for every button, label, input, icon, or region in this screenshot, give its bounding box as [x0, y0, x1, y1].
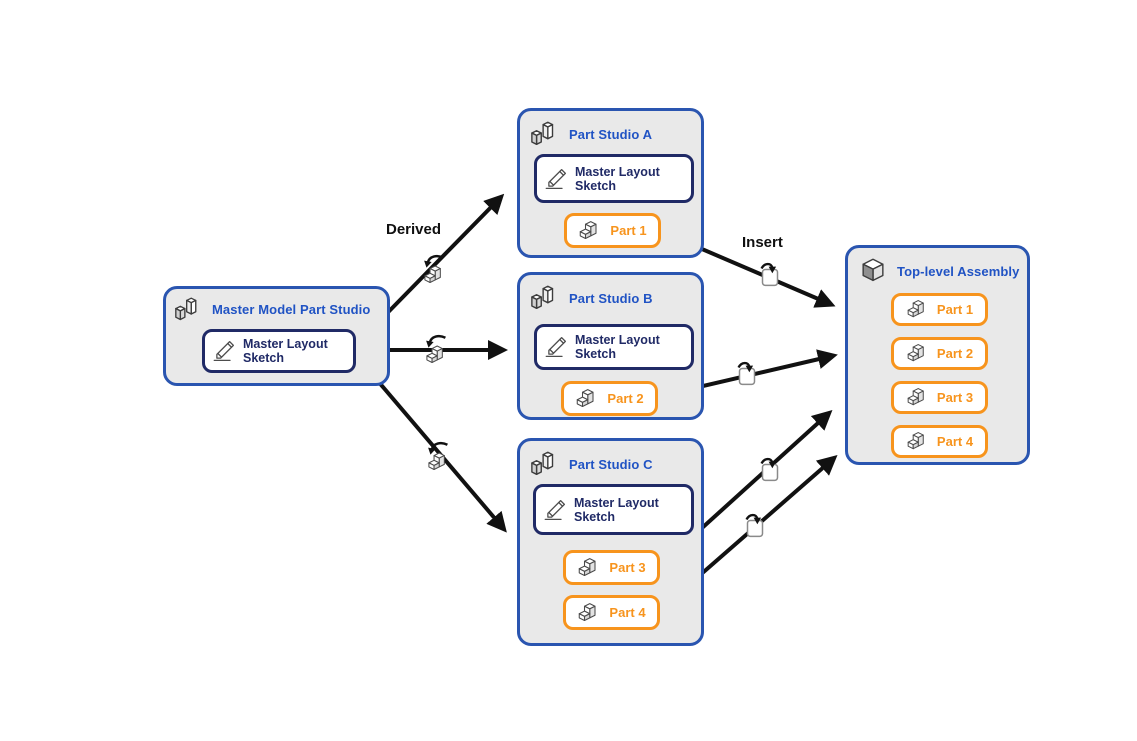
insert-document-icon: [745, 513, 764, 538]
master-model-part-studio-box: Master Model Part Studio Master Layout S…: [163, 286, 390, 386]
part-icon: [906, 430, 929, 453]
insert-document-icon: [760, 262, 779, 287]
box-header: Top-level Assembly: [848, 248, 1027, 286]
insert-document-icon: [737, 361, 756, 386]
part-icon: [577, 601, 601, 625]
part-studio-icon: [530, 283, 560, 313]
part-3-chip: Part 3: [563, 550, 660, 585]
assembly-part-3-chip: Part 3: [891, 381, 988, 414]
part-2-chip: Part 2: [561, 381, 658, 416]
assembly-part-1-chip: Part 1: [891, 293, 988, 326]
part-icon: [906, 386, 929, 409]
box-header: Part Studio A: [520, 111, 701, 149]
part-icon: [575, 387, 599, 411]
box-header: Part Studio B: [520, 275, 701, 313]
pencil-icon: [543, 498, 567, 522]
pencil-icon: [544, 167, 568, 191]
part-studio-c-box: Part Studio C Master Layout Sketch Part …: [517, 438, 704, 646]
sketch-label: Master Layout Sketch: [575, 164, 660, 193]
part-label: Part 1: [610, 223, 647, 238]
box-title: Top-level Assembly: [897, 263, 1020, 279]
box-header: Part Studio C: [520, 441, 701, 479]
top-level-assembly-box: Top-level Assembly Part 1 Part 2 Part 3 …: [845, 245, 1030, 465]
derived-part-icon: [426, 336, 445, 362]
part-studio-icon: [174, 295, 203, 324]
part-4-chip: Part 4: [563, 595, 660, 630]
derived-label: Derived: [386, 221, 442, 238]
pencil-icon: [212, 339, 236, 363]
insert-document-icon: [760, 457, 779, 482]
part-icon: [906, 298, 929, 321]
assembly-part-4-chip: Part 4: [891, 425, 988, 458]
part-label: Part 4: [609, 605, 646, 620]
insert-label: Insert: [742, 234, 783, 251]
part-label: Part 4: [936, 434, 974, 449]
part-studio-a-box: Part Studio A Master Layout Sketch Part …: [517, 108, 704, 258]
part-icon: [578, 219, 602, 243]
pencil-icon: [544, 335, 568, 359]
box-title: Part Studio C: [569, 456, 653, 472]
box-title: Part Studio B: [569, 290, 653, 306]
master-layout-sketch-node: Master Layout Sketch: [534, 154, 694, 203]
part-label: Part 3: [609, 560, 646, 575]
part-label: Part 2: [607, 391, 644, 406]
master-layout-sketch-node: Master Layout Sketch: [202, 329, 356, 373]
part-label: Part 2: [936, 346, 974, 361]
part-studio-b-box: Part Studio B Master Layout Sketch Part …: [517, 272, 704, 420]
derived-part-icon: [424, 256, 443, 282]
box-title: Part Studio A: [569, 126, 653, 142]
sketch-label: Master Layout Sketch: [574, 495, 659, 524]
sketch-label: Master Layout Sketch: [243, 337, 328, 365]
part-icon: [577, 556, 601, 580]
box-header: Master Model Part Studio: [166, 289, 387, 324]
part-label: Part 3: [936, 390, 974, 405]
sketch-label: Master Layout Sketch: [575, 333, 660, 361]
box-title: Master Model Part Studio: [212, 302, 371, 317]
master-layout-sketch-node: Master Layout Sketch: [533, 484, 694, 535]
derived-part-icon: [428, 443, 447, 469]
part-studio-icon: [530, 119, 560, 149]
part-1-chip: Part 1: [564, 213, 661, 248]
master-layout-sketch-node: Master Layout Sketch: [534, 324, 694, 370]
part-studio-icon: [530, 449, 560, 479]
assembly-icon: [858, 256, 888, 286]
part-label: Part 1: [936, 302, 974, 317]
part-icon: [906, 342, 929, 365]
assembly-part-2-chip: Part 2: [891, 337, 988, 370]
